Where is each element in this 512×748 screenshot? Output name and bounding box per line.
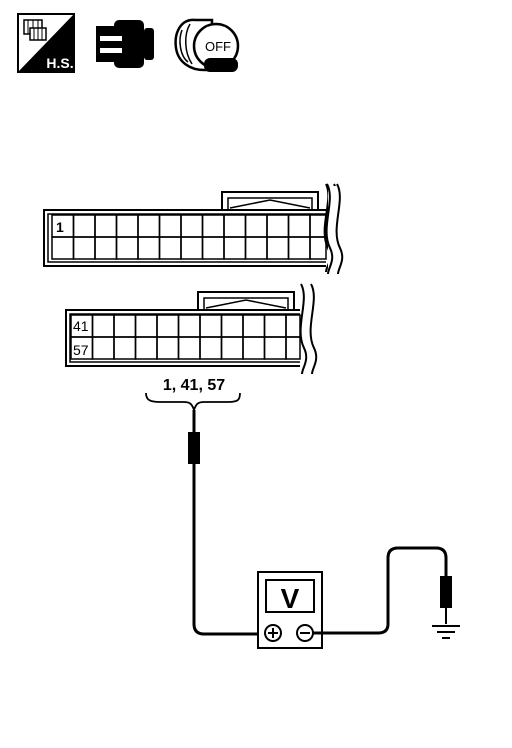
upper-connector-pin-1-label: 1 (56, 219, 64, 235)
harness-hs-icon: H.S. (17, 13, 75, 73)
connector-pin-cell (263, 314, 287, 338)
connector-pin-cell (115, 214, 139, 238)
connector-pin-cell (242, 314, 266, 338)
connector-pin-cell (266, 214, 290, 238)
connector-pin-cell (91, 314, 115, 338)
connector-pin-cell (220, 336, 244, 360)
connector-pin-cell (223, 236, 247, 260)
connector-pin-cell (201, 214, 225, 238)
connector-pin-cell (199, 336, 223, 360)
connector-pin-cell (158, 236, 182, 260)
voltmeter-symbol: V (281, 583, 300, 614)
connector-pin-cell (266, 236, 290, 260)
connector-pin-cell (180, 236, 204, 260)
connector-pin-cell (199, 314, 223, 338)
connector-pin-cell (287, 236, 311, 260)
lower-connector-pin-41-label: 41 (73, 318, 89, 334)
connector-pin-cell (220, 314, 244, 338)
connector-pin-cell (156, 336, 180, 360)
connector-pin-cell (113, 314, 137, 338)
connector-pin-cell (94, 236, 118, 260)
upper-connector-pin-grid (51, 214, 327, 260)
connector-pin-cell (177, 314, 201, 338)
connector-pin-cell (72, 236, 96, 260)
connector-pin-cell (201, 236, 225, 260)
connector-pin-cell (309, 214, 327, 238)
ignition-key-off-icon: OFF (174, 18, 240, 72)
connector-pin-cell (137, 214, 161, 238)
ground-symbol-icon (432, 625, 460, 639)
negative-terminal-icon (296, 624, 314, 642)
connector-pin-cell (244, 214, 268, 238)
connector-pin-cell (309, 236, 327, 260)
positive-terminal-icon (264, 624, 282, 642)
connector-pin-cell (242, 336, 266, 360)
voltmeter: V (257, 571, 323, 649)
connector-pin-cell (180, 214, 204, 238)
connector-pin-cell (263, 336, 287, 360)
connector-pin-cell (244, 236, 268, 260)
positive-lead-wire (192, 472, 262, 636)
probe-terminal-label: 1, 41, 57 (163, 377, 225, 394)
connector-pin-cell (134, 314, 158, 338)
connector-pin-cell (113, 336, 137, 360)
connector-pin-cell (285, 336, 301, 360)
negative-probe (440, 576, 452, 624)
upper-connector: 1 (43, 183, 344, 276)
connector-pin-cell (137, 236, 161, 260)
positive-probe (188, 410, 200, 472)
connector-pin-cell (94, 214, 118, 238)
connector-pin-cell (177, 336, 201, 360)
probe-brace (145, 392, 241, 413)
connector-pin-cell (51, 236, 75, 260)
connector-pin-cell (72, 214, 96, 238)
lower-connector: 41 57 (65, 283, 318, 375)
lower-connector-pin-grid (70, 314, 301, 360)
connector-pin-cell (156, 314, 180, 338)
ignition-off-label: OFF (205, 39, 231, 54)
connector-pin-cell (287, 214, 311, 238)
lower-connector-pin-57-label: 57 (73, 342, 89, 358)
connector-pin-cell (134, 336, 158, 360)
connector-plug-icon (96, 20, 154, 68)
connector-pin-cell (285, 314, 301, 338)
connector-pin-cell (158, 214, 182, 238)
connector-pin-cell (91, 336, 115, 360)
connector-pin-cell (115, 236, 139, 260)
connector-pin-cell (223, 214, 247, 238)
negative-lead-wire (313, 546, 448, 635)
harness-hs-label: H.S. (46, 55, 73, 71)
